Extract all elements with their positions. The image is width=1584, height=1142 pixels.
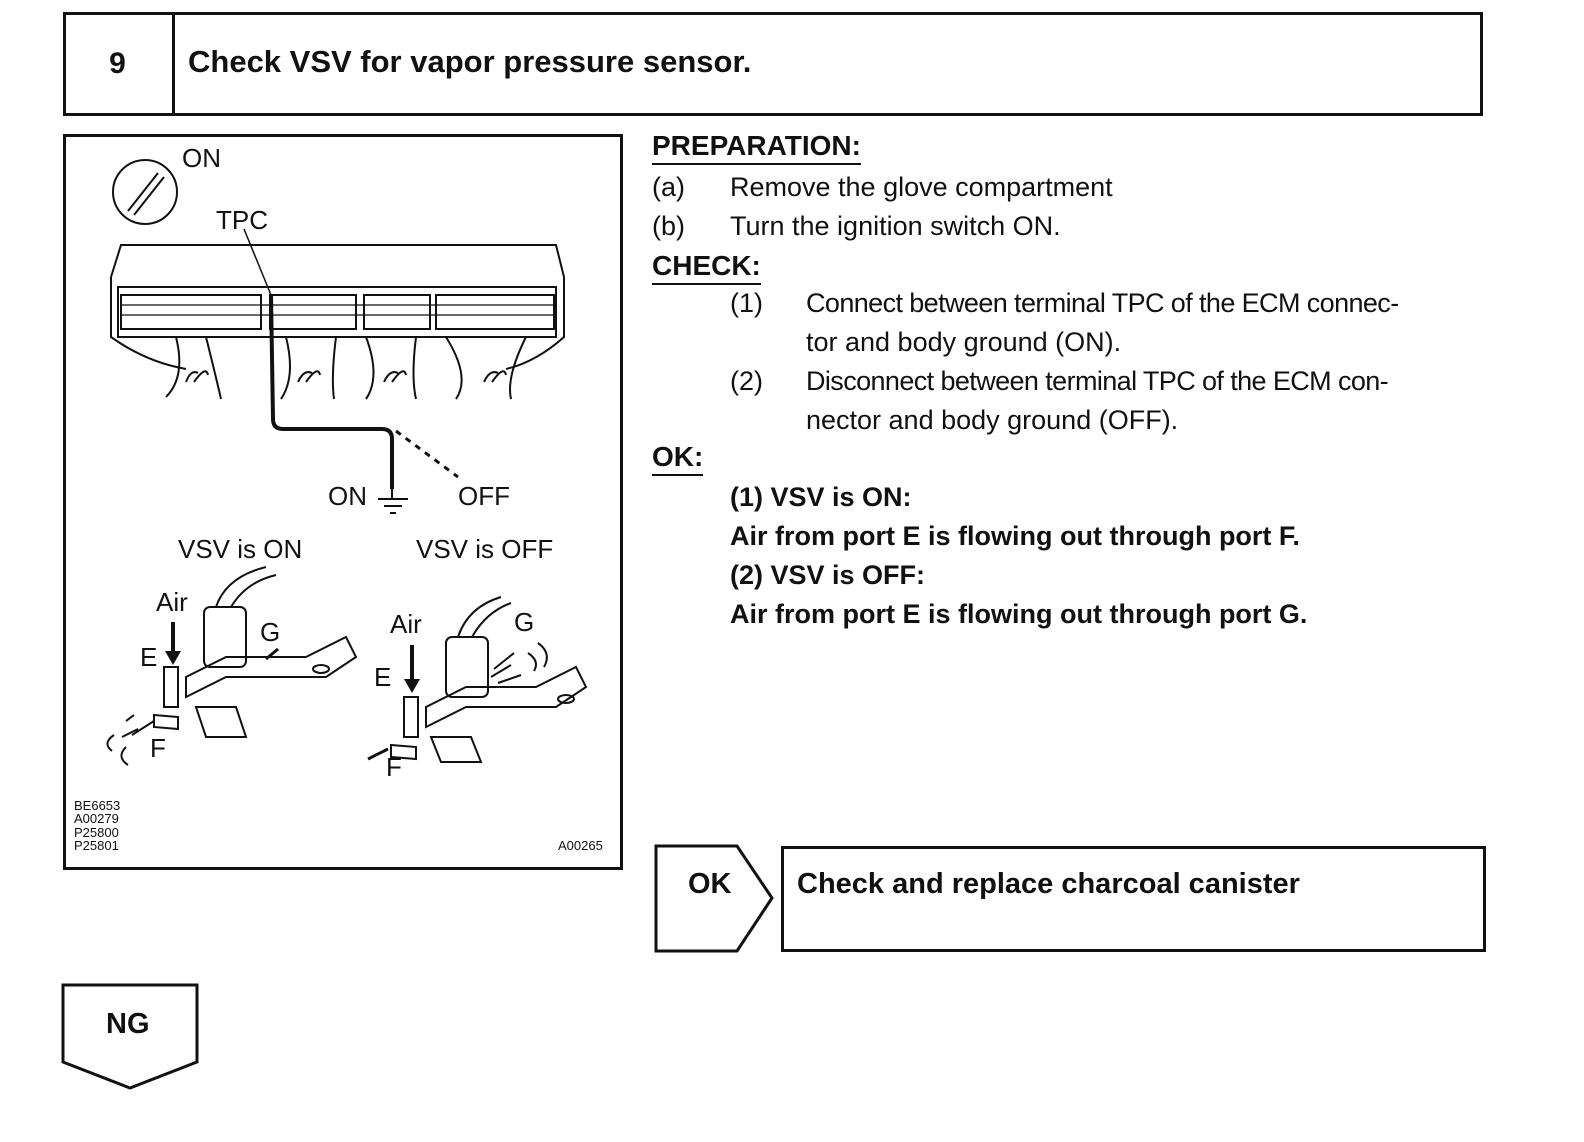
port-g-label-left: G	[260, 617, 281, 647]
preparation-marker: (a)	[652, 172, 685, 202]
ng-arrow-tag	[61, 983, 199, 1090]
air-label-right: Air	[390, 609, 422, 639]
ok-criteria-line: (1) VSV is ON:	[730, 482, 912, 512]
air-label-left: Air	[156, 587, 188, 617]
step-header	[63, 12, 1483, 116]
ground-on-label: ON	[328, 481, 367, 511]
ecm-and-vsv-drawing	[106, 159, 588, 766]
port-f-label-left: F	[150, 733, 166, 763]
figure-id: A00265	[558, 838, 603, 853]
ok-action-text: Check and replace charcoal canister	[797, 868, 1300, 900]
ok-result-label: OK	[688, 868, 732, 900]
ecm-body	[110, 244, 565, 278]
step-number: 9	[63, 12, 175, 116]
figure-code: P25800	[74, 825, 119, 840]
vsv-on-drawing	[153, 566, 358, 738]
vsv-off-drawing	[390, 596, 588, 763]
ground-off-label: OFF	[458, 481, 510, 511]
check-step-line: Connect between terminal TPC of the ECM …	[806, 288, 1399, 318]
vsv-off-caption: VSV is OFF	[416, 534, 554, 564]
figure-code: P25801	[74, 838, 119, 853]
vsv-check-illustration: ON TPC ON OFF VSV is ON VSV is OFF Air A…	[63, 134, 623, 870]
check-marker: (2)	[730, 366, 763, 396]
preparation-step: Remove the glove compartment	[730, 172, 1113, 202]
ok-action-box	[781, 846, 1486, 952]
ok-criteria-line: Air from port E is flowing out through p…	[730, 599, 1308, 629]
step-title: Check VSV for vapor pressure sensor.	[188, 44, 752, 79]
preparation-step: Turn the ignition switch ON.	[730, 211, 1061, 241]
preparation-title: PREPARATION:	[652, 130, 861, 165]
check-title: CHECK:	[652, 250, 761, 285]
ok-title: OK:	[652, 441, 704, 476]
ignition-switch-icon	[112, 159, 178, 225]
check-step-line: tor and body ground (ON).	[806, 327, 1122, 357]
port-g-label-right: G	[514, 607, 535, 637]
preparation-marker: (b)	[652, 211, 685, 241]
port-e-label-left: E	[140, 642, 158, 672]
ok-criteria-line: Air from port E is flowing out through p…	[730, 521, 1300, 551]
figure-code: A00279	[74, 811, 119, 826]
figure-code: BE6653	[74, 798, 121, 813]
check-step-line: Disconnect between terminal TPC of the E…	[806, 366, 1389, 396]
port-f-label-right: F	[386, 752, 402, 782]
check-marker: (1)	[730, 288, 763, 318]
vsv-on-caption: VSV is ON	[178, 534, 303, 564]
port-e-label-right: E	[374, 662, 392, 692]
ignition-on-label: ON	[182, 143, 221, 173]
check-step-line: nector and body ground (OFF).	[806, 405, 1179, 435]
tpc-terminal-label: TPC	[216, 205, 268, 235]
ok-arrow-tag	[654, 844, 774, 953]
ng-result-label: NG	[106, 1008, 150, 1040]
ok-criteria-line: (2) VSV is OFF:	[730, 560, 926, 590]
